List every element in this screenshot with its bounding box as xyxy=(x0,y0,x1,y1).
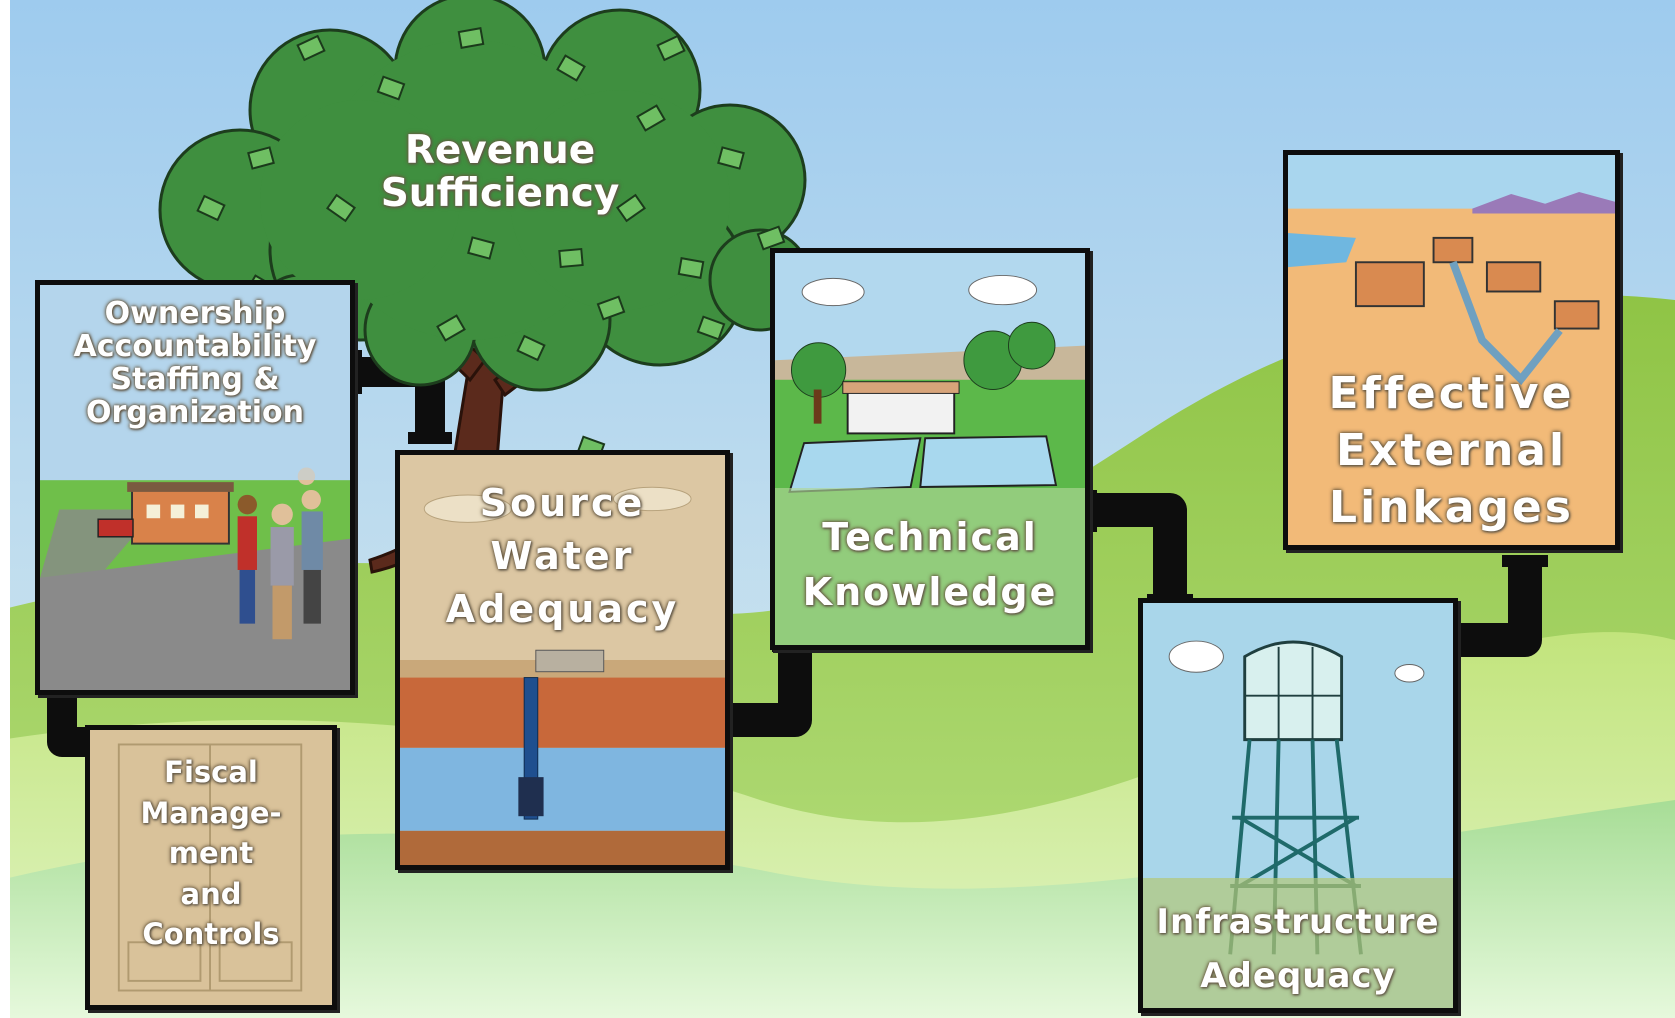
panel-ownership: Ownership Accountability Staffing & Orga… xyxy=(35,280,355,695)
panel-external-illustration xyxy=(1288,155,1615,545)
panel-fiscal-label: Fiscal Manage- ment and Controls xyxy=(140,755,282,952)
panel-external-label: Effective External Linkages xyxy=(1328,368,1575,534)
panel-technical: Technical Knowledge xyxy=(770,248,1090,650)
panel-source-water-label: Source Water Adequacy xyxy=(445,481,680,632)
panel-ownership-label: Ownership Accountability Staffing & Orga… xyxy=(73,296,317,430)
tree-label-revenue-sufficiency: Revenue Sufficiency xyxy=(380,128,620,216)
panel-technical-label: Technical Knowledge xyxy=(802,515,1058,615)
panel-infrastructure: Infrastructure Adequacy xyxy=(1138,598,1458,1013)
panel-fiscal-illustration xyxy=(90,730,332,1005)
tree-canopy-fill xyxy=(260,40,730,340)
panel-source-water-illustration xyxy=(400,455,725,865)
panel-source-water: Source Water Adequacy xyxy=(395,450,730,870)
panel-infrastructure-label: Infrastructure Adequacy xyxy=(1156,902,1440,997)
panel-fiscal: Fiscal Manage- ment and Controls xyxy=(85,725,337,1010)
left-border xyxy=(0,0,10,1018)
panel-external: Effective External Linkages xyxy=(1283,150,1620,550)
